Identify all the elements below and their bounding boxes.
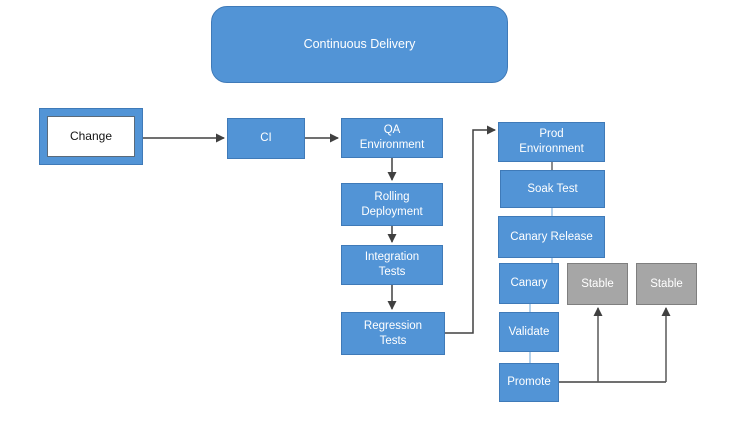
promote-label: Promote bbox=[507, 376, 551, 388]
soak-test-label: Soak Test bbox=[527, 182, 578, 195]
node-prod-environment: Prod Environment bbox=[498, 122, 605, 162]
canary-release-label: Canary Release bbox=[510, 230, 593, 243]
node-canary: Canary bbox=[499, 263, 559, 304]
change-inner-panel: Change bbox=[47, 116, 135, 157]
node-soak-test: Soak Test bbox=[500, 170, 605, 208]
ci-label: CI bbox=[260, 132, 272, 144]
node-integration-tests: Integration Tests bbox=[341, 245, 443, 285]
change-label: Change bbox=[69, 129, 113, 143]
stable-2-label: Stable bbox=[650, 277, 683, 290]
connector-regression-prod bbox=[445, 125, 496, 334]
node-continuous-delivery: Continuous Delivery bbox=[211, 6, 508, 83]
prod-environment-label: Prod Environment bbox=[519, 128, 584, 155]
node-validate: Validate bbox=[499, 312, 559, 352]
node-promote: Promote bbox=[499, 363, 559, 402]
node-regression-tests: Regression Tests bbox=[341, 312, 445, 355]
integration-tests-label: Integration Tests bbox=[364, 251, 420, 278]
canary-label: Canary bbox=[510, 277, 548, 289]
node-stable-2: Stable bbox=[636, 263, 697, 305]
node-stable-1: Stable bbox=[567, 263, 628, 305]
validate-label: Validate bbox=[508, 325, 550, 338]
node-ci: CI bbox=[227, 118, 305, 159]
continuous-delivery-label: Continuous Delivery bbox=[303, 37, 416, 51]
node-qa-environment: QA Environment bbox=[341, 118, 443, 158]
node-canary-release: Canary Release bbox=[498, 216, 605, 258]
rolling-deployment-label: Rolling Deployment bbox=[361, 190, 423, 218]
node-rolling-deployment: Rolling Deployment bbox=[341, 183, 443, 226]
stable-1-label: Stable bbox=[581, 277, 614, 290]
node-change: Change bbox=[39, 108, 143, 165]
qa-environment-label: QA Environment bbox=[359, 124, 425, 151]
regression-tests-label: Regression Tests bbox=[363, 319, 423, 347]
